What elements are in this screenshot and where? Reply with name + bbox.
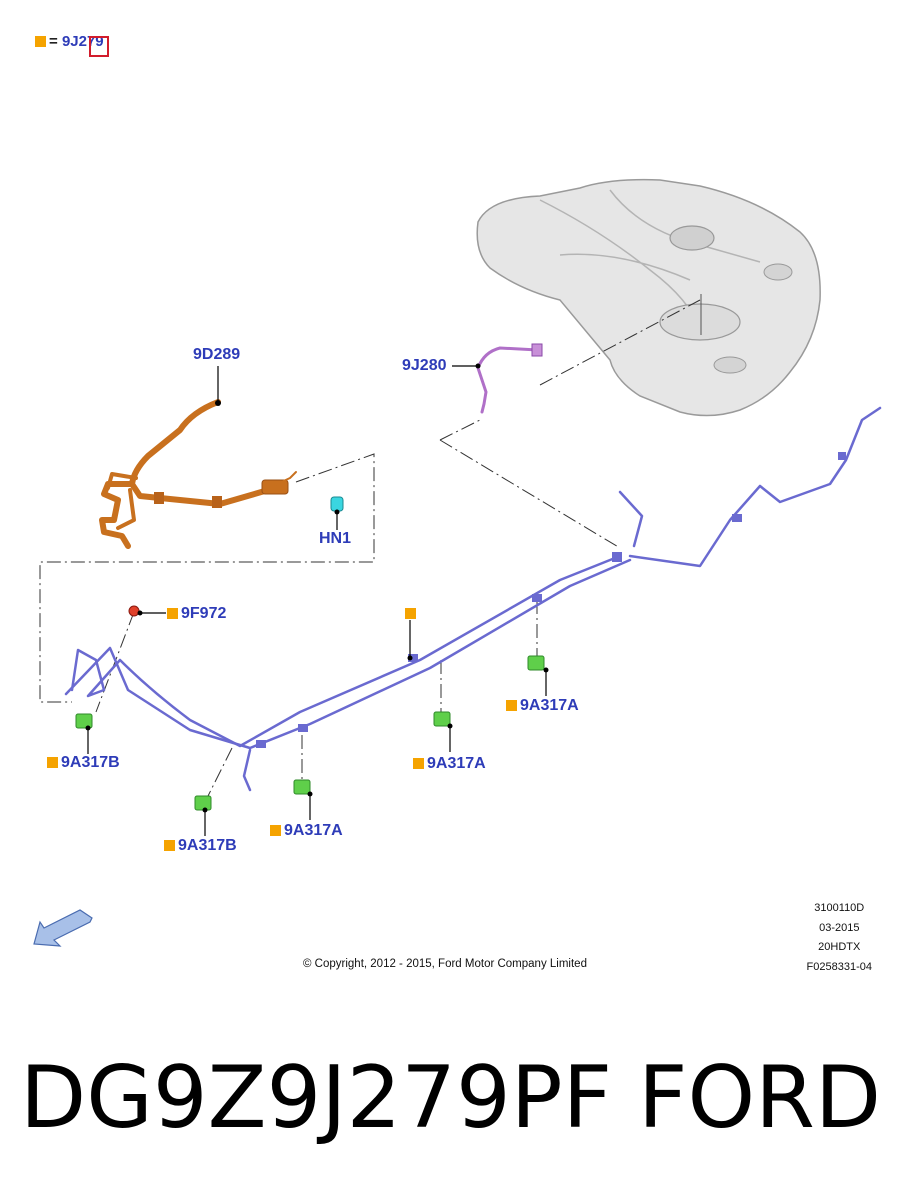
meta-line-2: 03-2015 (819, 921, 860, 934)
callout-dots (85, 509, 549, 813)
main-fuel-line-marker (405, 608, 416, 619)
marker-9f972 (167, 608, 178, 619)
callout-9j280: 9J280 (402, 357, 447, 374)
legend-marker (35, 36, 46, 47)
callout-9a317b-mid: 9A317B (164, 837, 237, 855)
retaining-clips (75, 655, 545, 811)
callout-9d289: 9D289 (193, 346, 241, 363)
meta-line-4: F0258331-04 (806, 960, 872, 973)
brand-name: FORD (638, 1048, 882, 1148)
callout-9a317a-b: 9A317A (413, 755, 486, 773)
legend-equals: = (49, 33, 58, 50)
fuel-lines (64, 406, 882, 792)
fuel-system-diagram: = 9J279 9D289 9J280 HN1 9F972 9A317B 9A3… (33, 33, 882, 977)
fuel-line-clips (256, 452, 846, 748)
front-direction-arrow-icon (33, 909, 93, 947)
marker-9a317b-left (47, 757, 58, 768)
meta-line-3: 20HDTX (818, 941, 861, 953)
9f972-fastener (128, 605, 140, 617)
part-number: DG9Z9J279PF (20, 1048, 613, 1148)
marker-9a317a-b (413, 758, 424, 769)
vent-tube (476, 343, 543, 414)
filler-pipe (99, 399, 297, 549)
hn1-clip (330, 496, 344, 512)
diagram-artwork (33, 178, 882, 947)
marker-9a317a-a (270, 825, 281, 836)
callout-9a317b-left: 9A317B (47, 754, 120, 772)
marker-9a317a-c (506, 700, 517, 711)
meta-line-1: 3100110D (814, 902, 865, 914)
callout-9f972: 9F972 (167, 605, 226, 623)
callout-leaders (87, 512, 547, 836)
highlight-box (89, 36, 109, 57)
diagram-metadata: 3100110D 03-2015 20HDTX F0258331-04 (807, 899, 872, 977)
callout-hn1: HN1 (319, 530, 352, 547)
leader-lines (39, 299, 701, 801)
callout-9a317a-a: 9A317A (270, 822, 343, 840)
copyright-notice: © Copyright, 2012 - 2015, Ford Motor Com… (303, 958, 587, 970)
marker-9a317b-mid (164, 840, 175, 851)
fuel-tank (476, 178, 821, 417)
callout-9a317a-c: 9A317A (506, 697, 579, 715)
